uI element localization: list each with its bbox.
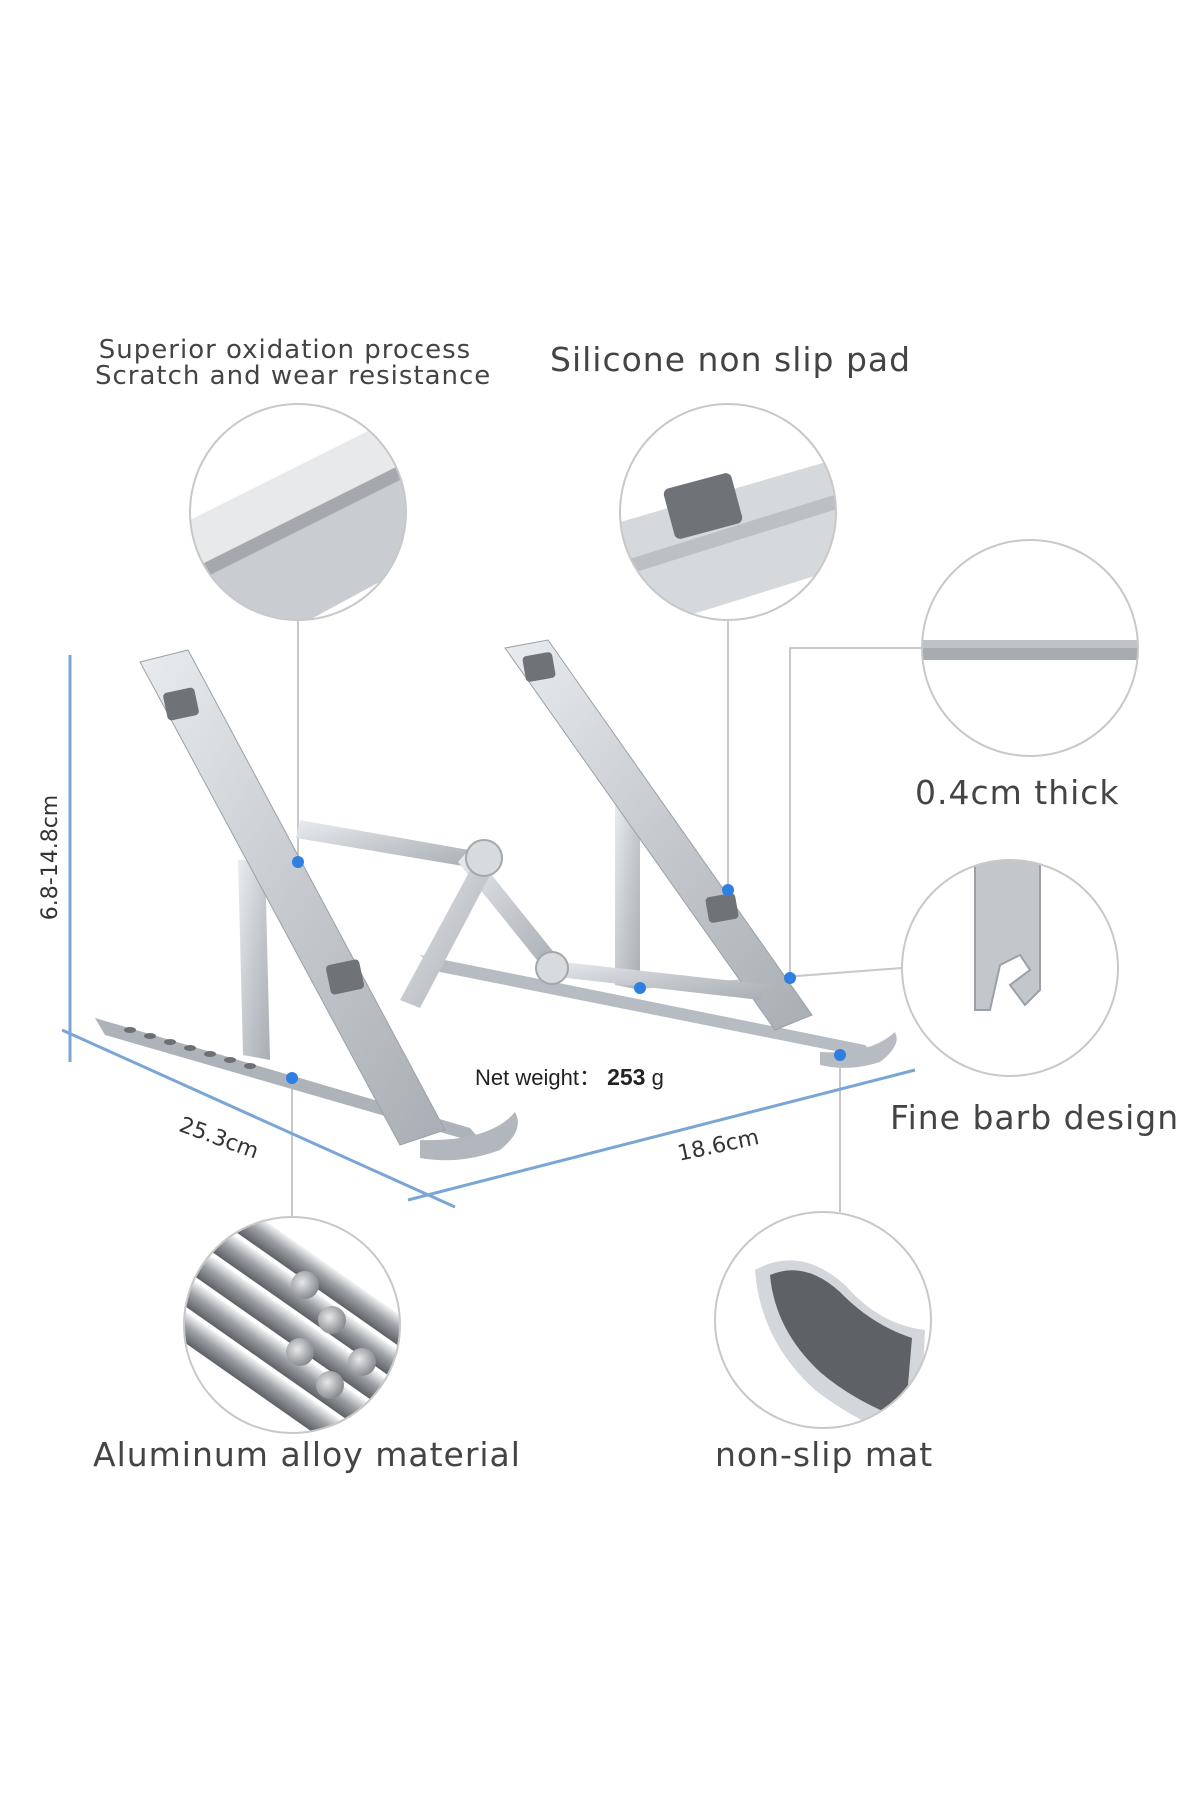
- dimension-lines: [61, 655, 916, 1209]
- dot-barb: [634, 982, 646, 994]
- leader-lines: [291, 620, 922, 1217]
- hinge-lower: [535, 951, 569, 985]
- detail-barb: [901, 859, 1119, 1077]
- front-hook: [420, 1112, 518, 1161]
- label-oxidation-line1: Superior oxidation process: [98, 335, 472, 365]
- width-dimension-line: [407, 1068, 916, 1202]
- front-arm-pad-top: [163, 687, 199, 721]
- detail-aluminum-rods: [183, 1216, 401, 1434]
- label-thickness: 0.4cm thick: [915, 773, 1120, 812]
- dot-silicone: [722, 884, 734, 896]
- dot-thickness: [784, 972, 796, 984]
- length-dimension-line: [61, 1028, 456, 1209]
- label-mat: non-slip mat: [715, 1435, 934, 1474]
- back-arm: [504, 639, 813, 1031]
- net-weight-unit: g: [651, 1065, 664, 1090]
- leader-line-thickness: [789, 647, 922, 975]
- front-arm: [139, 649, 446, 1146]
- net-weight: Net weight： 253 g: [475, 1060, 664, 1092]
- link-diagonal: [400, 852, 498, 1008]
- label-silicone-pad: Silicone non slip pad: [550, 340, 912, 379]
- height-dimension-label: 6.8-14.8cm: [38, 794, 64, 921]
- label-aluminum: Aluminum alloy material: [93, 1435, 521, 1474]
- label-barb: Fine barb design: [890, 1098, 1180, 1137]
- net-weight-value: 253: [607, 1064, 646, 1090]
- dot-mat: [834, 1049, 846, 1061]
- base-vent-holes: [124, 1027, 256, 1069]
- front-arm-pad-bottom: [325, 959, 365, 995]
- callout-dots: [286, 856, 846, 1084]
- link-upper: [296, 820, 480, 868]
- hinge-upper: [465, 839, 503, 877]
- back-support-leg: [615, 800, 640, 990]
- laptop-stand: [95, 639, 897, 1161]
- label-oxidation: Superior oxidation process Scratch and w…: [95, 335, 492, 391]
- detail-oxidation-surface: [189, 403, 407, 621]
- detail-thickness: [921, 539, 1139, 757]
- front-support-leg: [238, 860, 270, 1060]
- dot-aluminum: [286, 1072, 298, 1084]
- label-oxidation-line2: Scratch and wear resistance: [95, 361, 492, 391]
- net-weight-label: Net weight：: [475, 1065, 601, 1090]
- link-lower: [540, 960, 770, 1000]
- detail-silicone-pad: [619, 403, 837, 621]
- back-arm-pad-top: [522, 652, 556, 682]
- detail-non-slip-mat: [714, 1211, 932, 1429]
- dot-oxidation: [292, 856, 304, 868]
- back-base-bar: [420, 955, 880, 1060]
- back-arm-pad-bottom: [705, 893, 739, 923]
